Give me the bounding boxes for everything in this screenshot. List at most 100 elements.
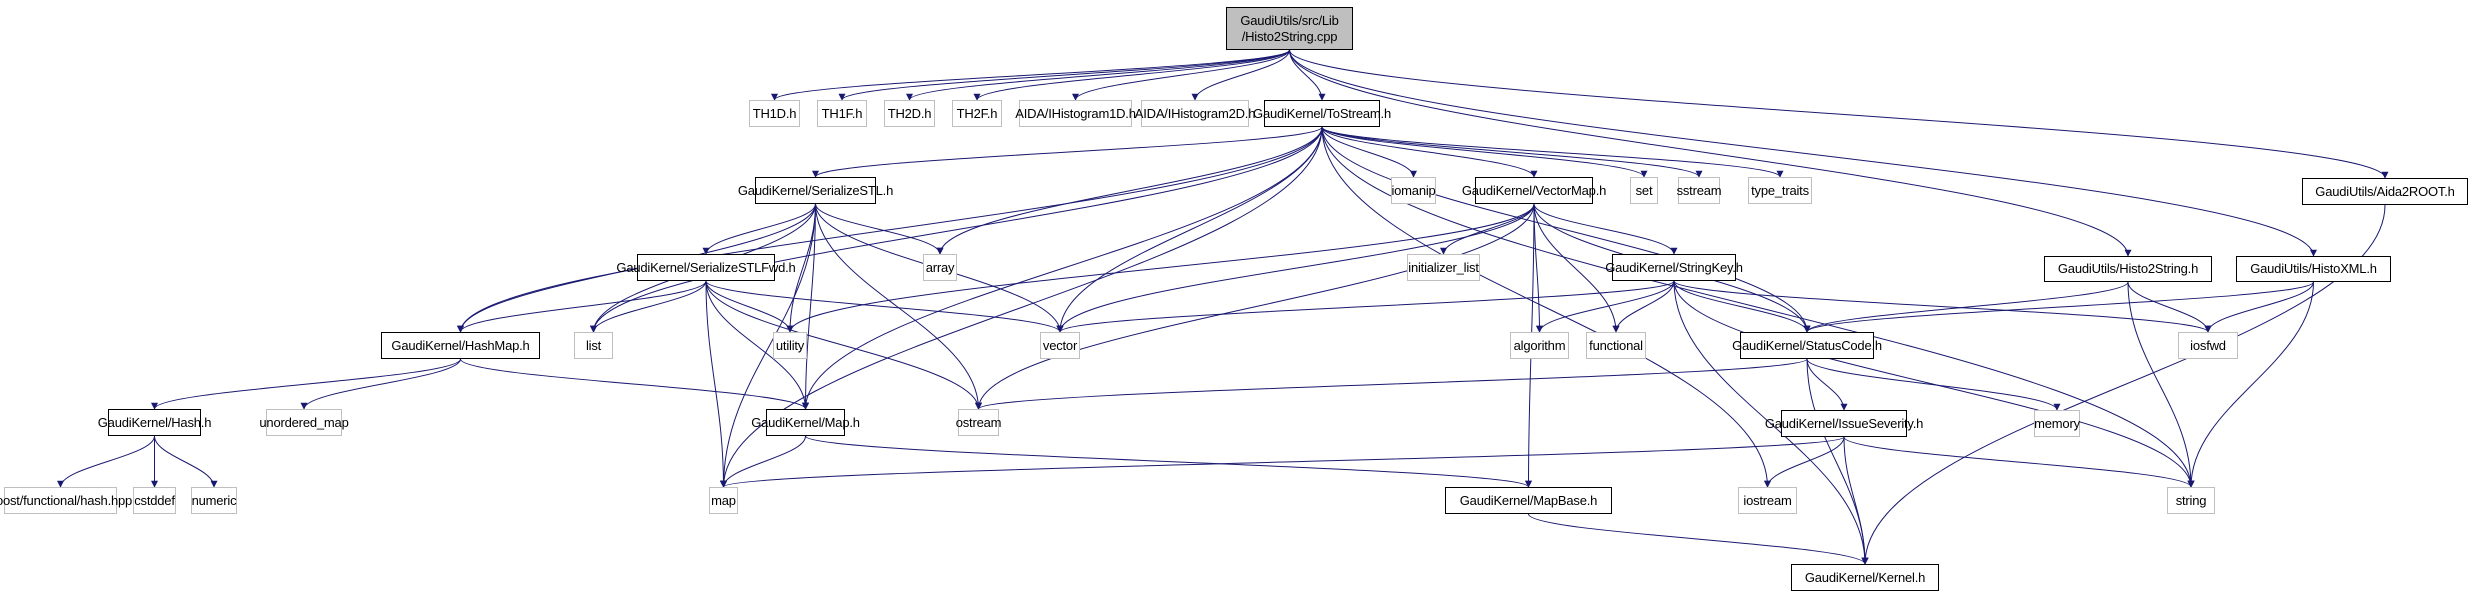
node-label: set (1635, 182, 1653, 198)
node-cpp: GaudiUtils/src/Lib /Histo2String.cpp (1226, 7, 1353, 50)
edge-tostream-to-hashmap (457, 126, 1323, 333)
node-th1f: TH1F.h (817, 100, 867, 127)
edge-vectormap-to-vector (1056, 203, 1535, 333)
node-label: list (585, 337, 602, 353)
node-label: type_traits (1751, 182, 1809, 198)
edge-tostream-to-maph (802, 126, 1323, 410)
edge-tostream-to-array (936, 126, 1323, 255)
node-label: TH2F.h (956, 105, 998, 121)
edge-statuscode-to-ostream (975, 358, 1808, 410)
edge-tostream-to-iostream (1321, 126, 1771, 488)
node-boosthash: boost/functional/hash.hpp (0, 487, 132, 514)
node-label: string (2175, 492, 2207, 508)
node-label: iostream (1743, 492, 1792, 508)
node-label: GaudiKernel/VectorMap.h (1461, 182, 1607, 198)
node-type_traits: type_traits (1748, 177, 1812, 204)
node-histoxml[interactable]: GaudiUtils/HistoXML.h (2236, 256, 2391, 282)
node-sstream: sstream (1677, 177, 1722, 204)
edge-serstl-to-array (815, 203, 944, 255)
edge-mapbase-to-kernel (1528, 513, 1869, 565)
edge-stringkey-to-string (1673, 280, 2195, 488)
node-kernel[interactable]: GaudiKernel/Kernel.h (1791, 564, 1939, 591)
node-issue[interactable]: GaudiKernel/IssueSeverity.h (1765, 410, 1923, 437)
node-aida2root[interactable]: GaudiUtils/Aida2ROOT.h (2302, 178, 2468, 205)
node-label: initializer_list (1408, 259, 1479, 275)
edge-tostream-to-iomanip (1321, 126, 1417, 178)
edge-maph-to-mapbase (805, 435, 1532, 488)
node-label: boost/functional/hash.hpp (0, 492, 133, 508)
edge-serfwd-to-hashmap (457, 280, 707, 333)
node-ih1d: AIDA/IHistogram1D.h (1015, 100, 1136, 127)
node-label: AIDA/IHistogram2D.h (1134, 105, 1256, 121)
node-tostream[interactable]: GaudiKernel/ToStream.h (1253, 100, 1391, 127)
node-h2s[interactable]: GaudiUtils/Histo2String.h (2044, 256, 2212, 282)
node-array: array (923, 254, 957, 281)
edge-serstl-to-serfwd (702, 203, 816, 255)
edge-serfwd-to-map (705, 280, 727, 488)
node-serstl[interactable]: GaudiKernel/SerializeSTL.h (738, 177, 893, 204)
edge-serstl-to-map (720, 203, 816, 488)
node-maph[interactable]: GaudiKernel/Map.h (751, 409, 860, 436)
node-label: GaudiUtils/HistoXML.h (2250, 261, 2377, 276)
node-algorithm: algorithm (1510, 332, 1569, 359)
edge-hashmap-to-maph (460, 358, 809, 410)
node-label: GaudiKernel/IssueSeverity.h (1764, 415, 1924, 431)
edge-serstl-to-maph (802, 203, 816, 410)
node-label: map (711, 492, 736, 508)
edge-stringkey-to-vector (1056, 280, 1675, 333)
node-label: iomanip (1391, 182, 1436, 198)
node-hash[interactable]: GaudiKernel/Hash.h (98, 409, 211, 436)
node-label: GaudiUtils/Histo2String.h (2057, 261, 2199, 276)
node-label: GaudiKernel/MapBase.h (1459, 492, 1598, 508)
edge-statuscode-to-memory (1806, 358, 2061, 411)
edge-cpp-to-aida2root (1289, 49, 2389, 179)
node-string: string (2167, 487, 2215, 514)
node-label: numeric (191, 492, 237, 508)
edge-vectormap-to-utility (786, 203, 1535, 333)
edge-statuscode-to-issue (1806, 358, 1848, 411)
node-label: functional (1589, 337, 1643, 353)
edge-cpp-to-ih2d (1191, 49, 1290, 101)
edge-tostream-to-sstream (1321, 126, 1703, 178)
node-functional: functional (1586, 332, 1646, 359)
node-initlist: initializer_list (1407, 254, 1480, 281)
edge-stringkey-to-iosfwd (1673, 280, 2212, 333)
node-vectormap[interactable]: GaudiKernel/VectorMap.h (1462, 177, 1606, 204)
edge-tostream-to-set (1321, 126, 1648, 178)
node-stringkey[interactable]: GaudiKernel/StringKey.h (1605, 254, 1743, 281)
edge-stringkey-to-kernel (1673, 280, 1869, 565)
node-label: ostream (955, 414, 1002, 430)
node-label: iosfwd (2190, 337, 2226, 353)
node-label: algorithm (1513, 337, 1566, 353)
edge-serfwd-to-vector (705, 280, 1064, 333)
node-label: GaudiUtils/src/Lib /Histo2String.cpp (1240, 12, 1339, 44)
node-numeric: numeric (191, 487, 237, 514)
edge-histoxml-to-statuscode (1803, 281, 2314, 333)
node-mapbase[interactable]: GaudiKernel/MapBase.h (1445, 487, 1612, 514)
edge-cpp-to-th1f (838, 49, 1290, 101)
edge-issue-to-map (720, 436, 1845, 488)
node-iosfwd: iosfwd (2178, 332, 2238, 359)
node-th1d: TH1D.h (749, 100, 800, 127)
node-label: cstddef (134, 492, 175, 508)
node-th2d: TH2D.h (884, 100, 935, 127)
node-hashmap[interactable]: GaudiKernel/HashMap.h (381, 332, 540, 359)
node-label: GaudiKernel/SerializeSTL.h (737, 182, 894, 198)
node-label: AIDA/IHistogram1D.h (1015, 105, 1136, 121)
edge-maph-to-map (720, 435, 806, 488)
edge-cpp-to-th2f (973, 49, 1290, 101)
edge-tostream-to-type_traits (1321, 126, 1784, 178)
node-label: GaudiKernel/Map.h (751, 414, 860, 430)
edge-stringkey-to-algorithm (1536, 280, 1675, 333)
node-serfwd[interactable]: GaudiKernel/SerializeSTLFwd.h (616, 254, 796, 281)
edge-vectormap-to-ostream (975, 203, 1535, 410)
node-label: memory (2034, 415, 2080, 431)
edge-h2s-to-string (2127, 281, 2195, 488)
node-statuscode[interactable]: GaudiKernel/StatusCode.h (1732, 332, 1882, 359)
node-label: array (925, 259, 955, 275)
node-vector: vector (1040, 332, 1080, 359)
edge-cpp-to-ih1d (1072, 49, 1290, 101)
edge-hash-to-numeric (154, 435, 218, 488)
edge-serfwd-to-ostream (705, 280, 982, 410)
node-label: GaudiKernel/Hash.h (97, 414, 212, 430)
